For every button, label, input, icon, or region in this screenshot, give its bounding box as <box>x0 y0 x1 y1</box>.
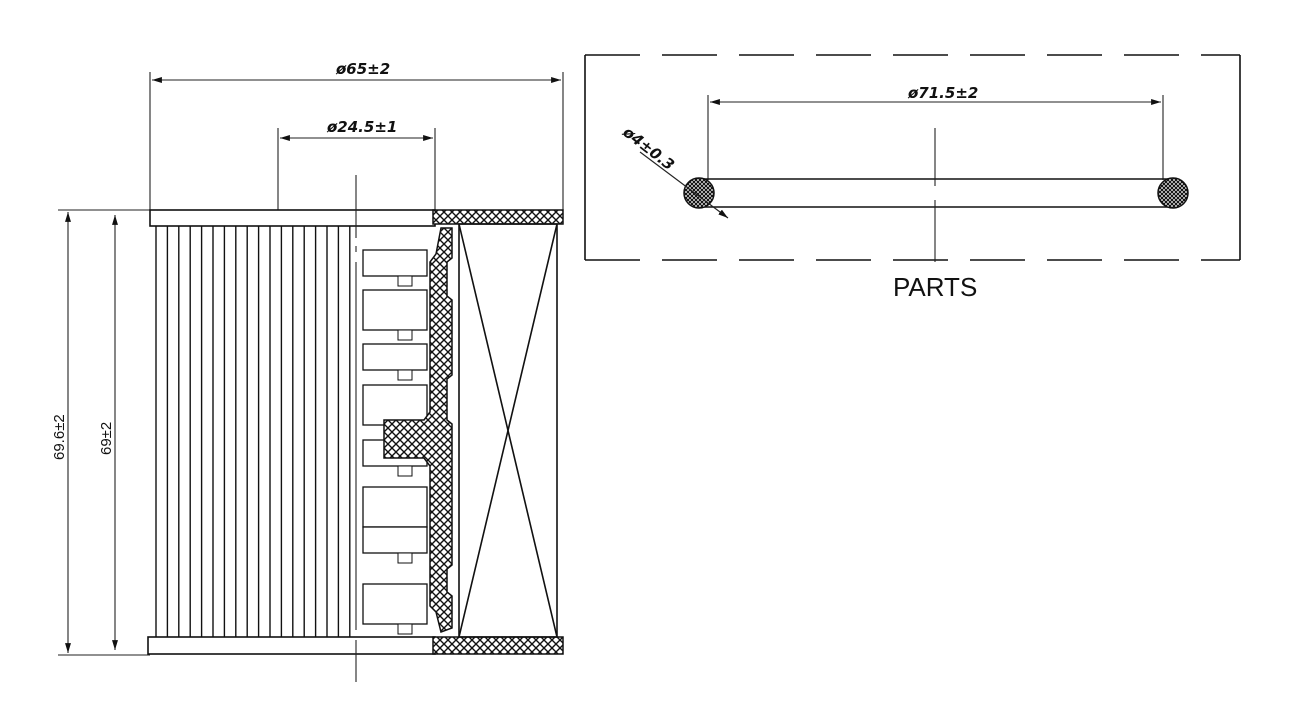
center-tube-blocks <box>362 249 428 635</box>
pleated-media <box>155 226 351 637</box>
support-tab <box>397 275 413 287</box>
element-height-label: 69±2 <box>98 422 115 455</box>
left-cord-section <box>683 177 715 209</box>
support-block <box>362 486 428 528</box>
bottom-flange-hatch <box>432 636 564 655</box>
top-end-cap <box>149 209 436 227</box>
overall-height-label: 69.6±2 <box>51 414 68 460</box>
support-block <box>362 249 428 277</box>
outer-diameter-label: ø65±2 <box>335 60 390 78</box>
support-block <box>362 583 428 625</box>
inner-diameter-dimension: ø24.5±1 <box>277 118 436 212</box>
ring-diameter-label: ø71.5±2 <box>907 84 978 102</box>
parts-frame <box>584 54 1241 261</box>
support-block <box>362 289 428 331</box>
parts-caption: PARTS <box>893 272 977 302</box>
support-tab <box>397 552 413 564</box>
top-flange-hatch <box>432 209 564 225</box>
filter-element-view: ø65±2 ø24.5±1 69.6±2 69±2 <box>51 60 564 682</box>
outer-diameter-dimension: ø65±2 <box>149 60 564 210</box>
o-ring-cross-section <box>683 128 1189 262</box>
support-block <box>362 384 428 426</box>
cord-diameter-dimension: ø4±0.3 <box>619 122 729 219</box>
support-tab <box>397 369 413 381</box>
inner-diameter-label: ø24.5±1 <box>326 118 397 136</box>
open-bore <box>458 223 558 638</box>
support-tab <box>397 623 413 635</box>
support-tab <box>397 329 413 341</box>
support-tab <box>397 465 413 477</box>
overall-height-dimension: 69.6±2 <box>51 209 150 656</box>
element-height-dimension: 69±2 <box>98 215 118 650</box>
cord-diameter-label: ø4±0.3 <box>619 122 678 174</box>
hatched-center-tube <box>383 227 453 633</box>
support-block <box>362 526 428 554</box>
ring-diameter-dimension: ø71.5±2 <box>707 84 1164 180</box>
bottom-end-cap <box>147 636 436 655</box>
o-ring-view: ø71.5±2 ø4±0.3 PARTS <box>584 54 1241 302</box>
support-block <box>362 343 428 371</box>
right-cord-section <box>1157 177 1189 209</box>
